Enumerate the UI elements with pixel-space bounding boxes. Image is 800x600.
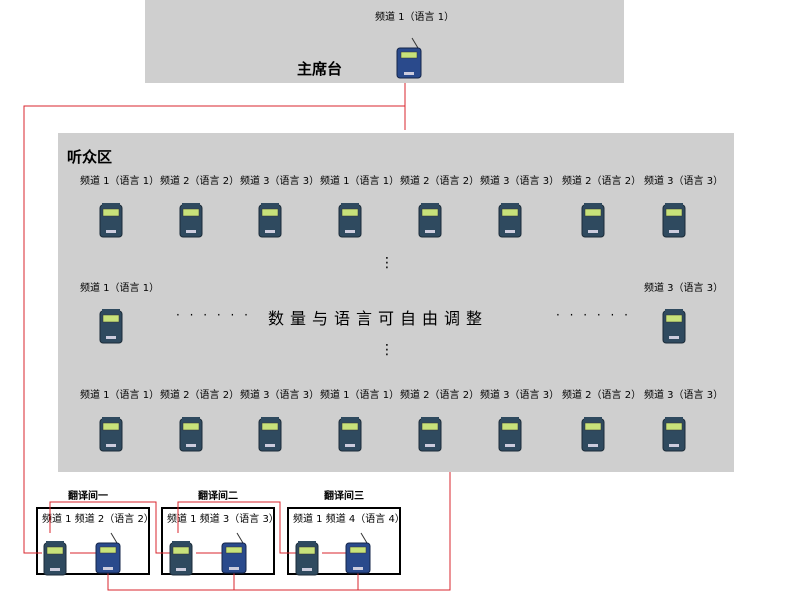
audience-bottom-label: 频道 3（语言 3） xyxy=(644,390,724,401)
audience-middle-left-label: 频道 1（语言 1） xyxy=(80,283,160,294)
booth-transmitter-icon xyxy=(221,532,247,574)
booth-2-title: 翻译间二 xyxy=(198,491,238,502)
audience-bottom-label: 频道 1（语言 1） xyxy=(320,390,400,401)
audience-bottom-label: 频道 2（语言 2） xyxy=(562,390,642,401)
receiver-icon xyxy=(662,308,686,344)
audience-top-label: 频道 1（语言 1） xyxy=(320,176,400,187)
booth-transmitter-icon xyxy=(345,532,371,574)
booth-receiver-icon xyxy=(43,540,67,576)
chair-transmitter-icon xyxy=(396,37,422,79)
audience-bottom-label: 频道 1（语言 1） xyxy=(80,390,160,401)
chair-panel xyxy=(145,0,624,83)
audience-top-label: 频道 2（语言 2） xyxy=(160,176,240,187)
booth-1-label: 频道 1 频道 2（语言 2） xyxy=(42,514,154,525)
audience-bottom-label: 频道 3（语言 3） xyxy=(480,390,560,401)
chair-title: 主席台 xyxy=(297,60,343,78)
receiver-icon xyxy=(581,416,605,452)
audience-title: 听众区 xyxy=(67,148,113,166)
receiver-icon xyxy=(418,202,442,238)
receiver-icon xyxy=(338,416,362,452)
return-wire xyxy=(107,472,451,591)
booth-link-2 xyxy=(177,501,298,554)
receiver-icon xyxy=(498,202,522,238)
receiver-icon xyxy=(338,202,362,238)
audience-top-label: 频道 2（语言 2） xyxy=(400,176,480,187)
booth-receiver-icon xyxy=(295,540,319,576)
receiver-icon xyxy=(498,416,522,452)
ellipsis-right: · · · · · · xyxy=(556,308,631,322)
audience-top-label: 频道 3（语言 3） xyxy=(240,176,320,187)
receiver-icon xyxy=(662,416,686,452)
audience-top-label: 频道 1（语言 1） xyxy=(80,176,160,187)
receiver-icon xyxy=(99,308,123,344)
chair-wire xyxy=(23,83,406,554)
receiver-icon xyxy=(179,416,203,452)
receiver-icon xyxy=(99,202,123,238)
booth-1-title: 翻译间一 xyxy=(68,491,108,502)
receiver-icon xyxy=(258,202,282,238)
chair-channel-label: 频道 1（语言 1） xyxy=(375,12,455,23)
audience-panel xyxy=(58,133,734,472)
audience-bottom-label: 频道 3（语言 3） xyxy=(240,390,320,401)
audience-middle-right-label: 频道 3（语言 3） xyxy=(644,283,724,294)
booth-3-title: 翻译间三 xyxy=(324,491,364,502)
audience-top-label: 频道 3（语言 3） xyxy=(480,176,560,187)
receiver-icon xyxy=(662,202,686,238)
center-note: 数量与语言可自由调整 xyxy=(268,309,489,328)
audience-top-label: 频道 2（语言 2） xyxy=(562,176,642,187)
receiver-icon xyxy=(179,202,203,238)
ellipsis-left: · · · · · · xyxy=(176,308,251,322)
booth-3-label: 频道 1 频道 4（语言 4） xyxy=(293,514,405,525)
booth-link-1 xyxy=(49,501,172,554)
audience-bottom-label: 频道 2（语言 2） xyxy=(400,390,480,401)
receiver-icon xyxy=(258,416,282,452)
receiver-icon xyxy=(418,416,442,452)
audience-bottom-label: 频道 2（语言 2） xyxy=(160,390,240,401)
receiver-icon xyxy=(99,416,123,452)
booth-receiver-icon xyxy=(169,540,193,576)
booth-2-label: 频道 1 频道 3（语言 3） xyxy=(167,514,279,525)
receiver-icon xyxy=(581,202,605,238)
booth-transmitter-icon xyxy=(95,532,121,574)
audience-top-label: 频道 3（语言 3） xyxy=(644,176,724,187)
